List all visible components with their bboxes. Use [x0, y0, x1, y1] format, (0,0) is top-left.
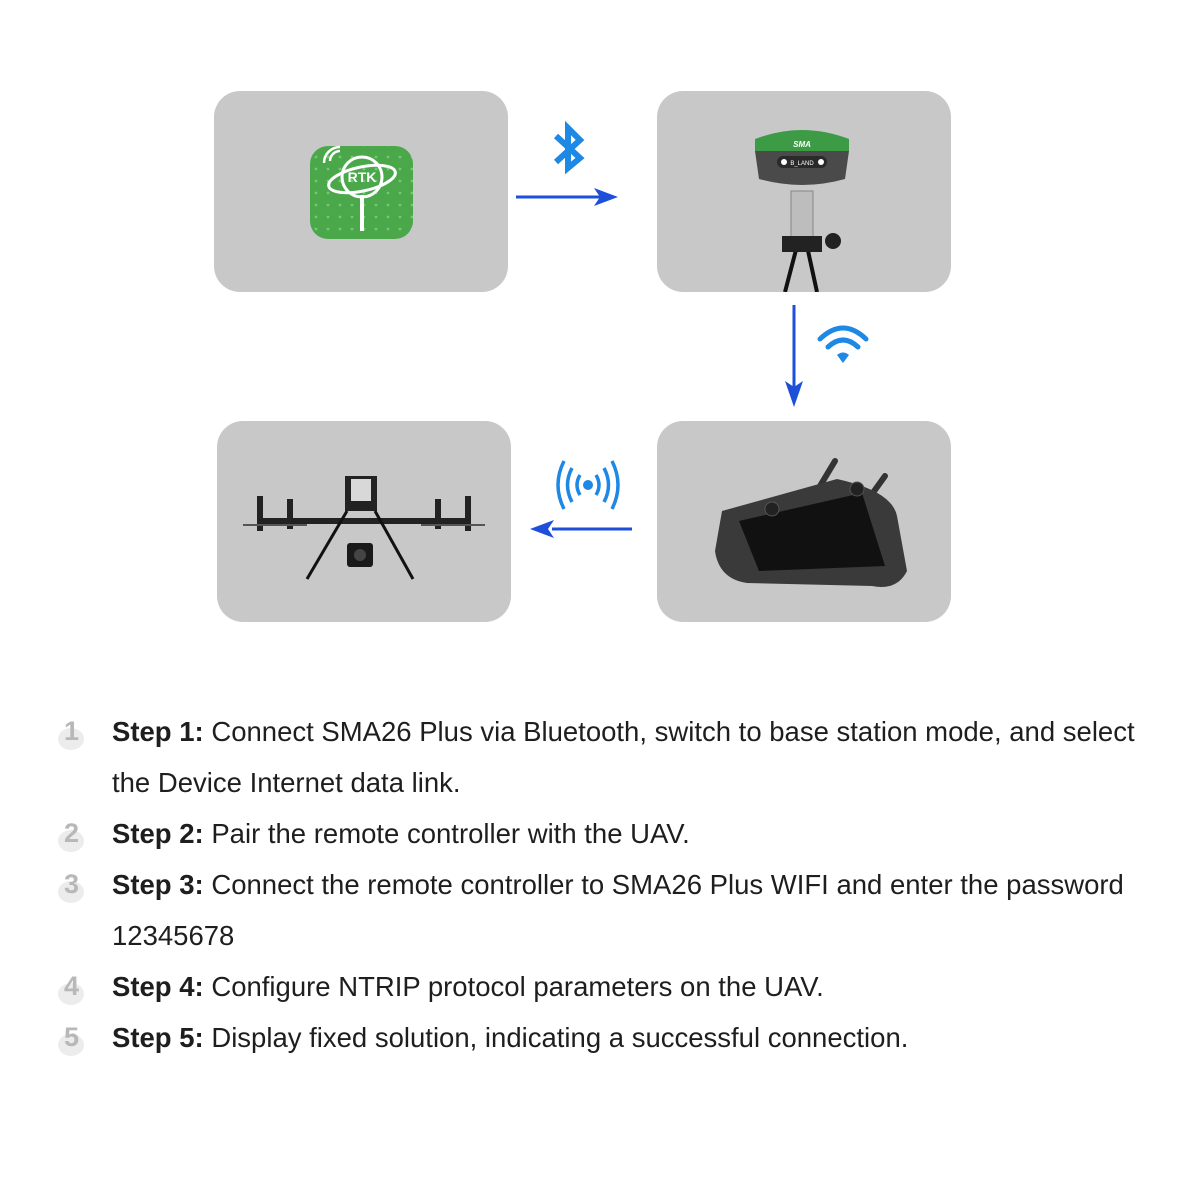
step-number: 5	[58, 1012, 90, 1063]
receiver-button-label: B_LAND	[790, 161, 814, 167]
remote-controller-image	[715, 458, 907, 587]
step-number: 2	[58, 808, 90, 859]
steps-list: 1 Step 1: Connect SMA26 Plus via Bluetoo…	[58, 706, 1178, 1063]
step-item: 2 Step 2: Pair the remote controller wit…	[58, 808, 1178, 859]
wifi-icon	[817, 325, 869, 363]
step-label: Step 2:	[112, 818, 204, 849]
gnss-receiver-card: B_LAND SMA	[657, 91, 951, 292]
step-number: 4	[58, 961, 90, 1012]
step-number: 3	[58, 859, 90, 910]
step-item: 1 Step 1: Connect SMA26 Plus via Bluetoo…	[58, 706, 1178, 808]
drone-card	[217, 421, 511, 622]
step-text: Pair the remote controller with the UAV.	[203, 818, 690, 849]
rtk-app-card: RTK	[214, 91, 508, 292]
step-label: Step 4:	[112, 971, 204, 1002]
step-number: 1	[58, 706, 90, 757]
step-label: Step 3:	[112, 869, 204, 900]
radio-link	[530, 460, 632, 538]
step-text: Display fixed solution, indicating a suc…	[203, 1022, 909, 1053]
radio-signal-icon	[556, 460, 620, 510]
drone-image	[243, 476, 485, 580]
step-text: Configure NTRIP protocol parameters on t…	[203, 971, 824, 1002]
step-item: 5 Step 5: Display fixed solution, indica…	[58, 1012, 1178, 1063]
step-text: Connect SMA26 Plus via Bluetooth, switch…	[112, 716, 1135, 798]
arrow-right-icon	[516, 188, 618, 206]
arrow-down-icon	[785, 305, 803, 407]
step-label: Step 1:	[112, 716, 204, 747]
rtk-app-label: RTK	[348, 169, 377, 185]
step-item: 4 Step 4: Configure NTRIP protocol param…	[58, 961, 1178, 1012]
step-label: Step 5:	[112, 1022, 204, 1053]
arrow-left-icon	[530, 520, 632, 538]
bluetooth-icon	[553, 120, 585, 175]
remote-controller-card	[657, 421, 951, 622]
gnss-receiver-image: B_LAND SMA	[755, 130, 849, 292]
rtk-app-icon: RTK	[310, 145, 413, 239]
step-item: 3 Step 3: Connect the remote controller …	[58, 859, 1178, 961]
wifi-link	[785, 305, 869, 407]
bluetooth-link	[516, 120, 618, 206]
step-text: Connect the remote controller to SMA26 P…	[112, 869, 1124, 951]
receiver-brand: SMA	[793, 140, 811, 149]
